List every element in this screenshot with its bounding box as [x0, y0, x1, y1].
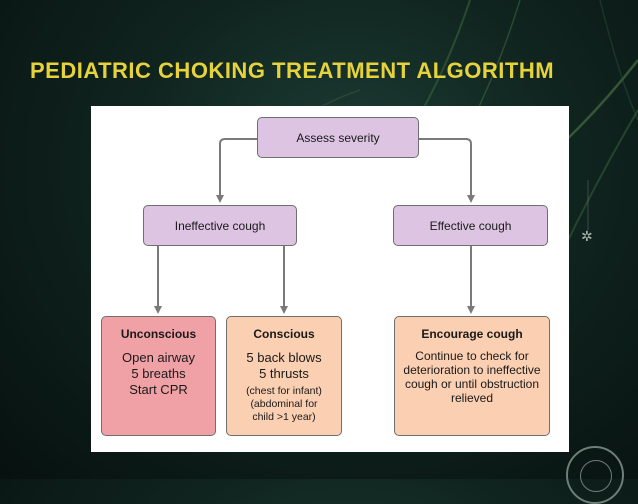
slide-title: PEDIATRIC CHOKING TREATMENT ALGORITHM	[30, 58, 555, 83]
conscious-box: Conscious 5 back blows 5 thrusts (chest …	[226, 316, 342, 436]
arrow-assess-to-ineffective	[216, 138, 257, 203]
ineffective-cough-label: Ineffective cough	[174, 218, 266, 233]
unconscious-steps: Open airway 5 breaths Start CPR	[102, 350, 215, 398]
effective-cough-box: Effective cough	[393, 205, 548, 246]
encourage-cough-line: deterioration to ineffective	[403, 363, 541, 377]
unconscious-step: Open airway	[122, 350, 195, 365]
seal-logo	[566, 446, 624, 504]
assess-severity-box: Assess severity	[257, 117, 419, 158]
effective-cough-label: Effective cough	[429, 218, 512, 233]
conscious-heading: Conscious	[253, 327, 315, 341]
seal-logo-inner	[580, 460, 612, 492]
unconscious-step: Start CPR	[129, 382, 188, 397]
encourage-cough-heading: Encourage cough	[421, 327, 523, 341]
ineffective-cough-box: Ineffective cough	[143, 205, 297, 246]
arrow-assess-to-effective	[419, 138, 475, 203]
conscious-steps: 5 back blows 5 thrusts (chest for infant…	[227, 350, 341, 424]
flowchart-arrows	[154, 138, 475, 314]
conscious-notes: (chest for infant) (abdominal for child …	[227, 385, 341, 424]
conscious-step: 5 back blows	[246, 350, 322, 365]
unconscious-box: Unconscious Open airway 5 breaths Start …	[101, 316, 216, 436]
assess-severity-label: Assess severity	[296, 130, 380, 145]
spider-icon: ✲	[581, 228, 593, 244]
encourage-cough-box: Encourage cough Continue to check for de…	[394, 316, 550, 436]
conscious-note: child >1 year)	[252, 411, 316, 423]
encourage-cough-line: Continue to check for	[415, 349, 529, 363]
encourage-cough-line: cough or until obstruction	[404, 377, 540, 391]
encourage-cough-line: relieved	[450, 391, 494, 405]
unconscious-step: 5 breaths	[131, 366, 186, 381]
flowchart-panel: Assess severity Ineffective cough Effect…	[91, 106, 569, 452]
conscious-step: 5 thrusts	[259, 366, 309, 381]
conscious-note: (abdominal for	[250, 398, 318, 410]
encourage-cough-text: Continue to check for deterioration to i…	[395, 349, 549, 405]
conscious-note: (chest for infant)	[246, 385, 322, 397]
unconscious-heading: Unconscious	[120, 327, 197, 341]
